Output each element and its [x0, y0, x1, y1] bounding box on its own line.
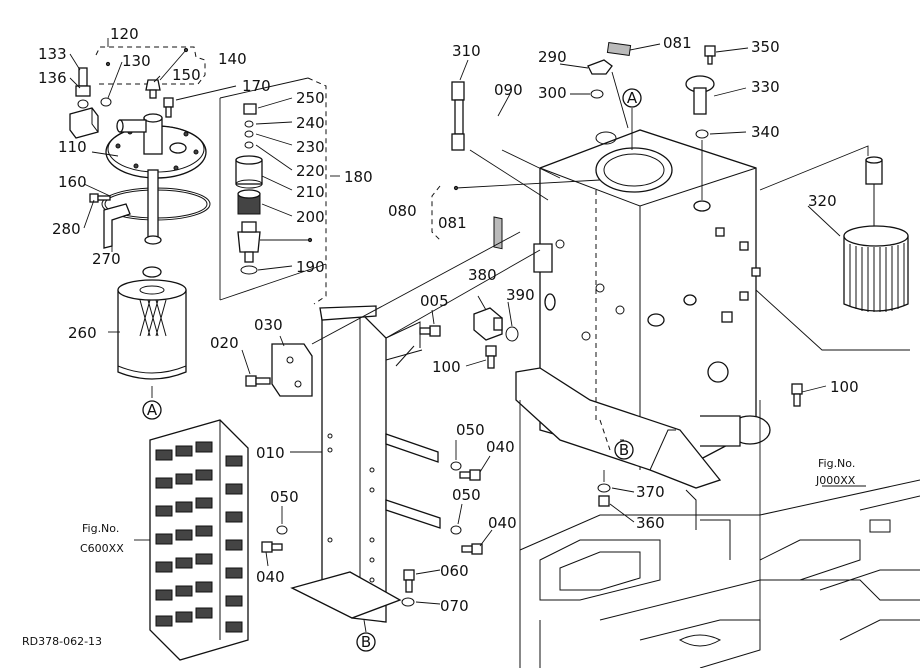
callout-220: 220 [296, 162, 325, 180]
callout-060: 060 [440, 562, 469, 580]
callout-050-lower: 050 [452, 486, 481, 504]
callout-136: 136 [38, 69, 67, 87]
callout-040-upper: 040 [486, 438, 515, 456]
strainer-pleats [849, 243, 905, 312]
air-breather [685, 45, 716, 212]
callout-370: 370 [636, 483, 665, 501]
frame-fasteners [261, 461, 483, 607]
callout-090: 090 [494, 81, 523, 99]
callout-010: 010 [256, 444, 285, 462]
callout-340: 340 [751, 123, 780, 141]
reference-markers: A A B B [142, 88, 642, 652]
fig-ref-right-label: Fig.No. [818, 457, 855, 470]
callout-labels: 120 133 130 140 136 150 170 110 160 280 … [38, 25, 859, 615]
drawing-code: RD378-062-13 [22, 635, 102, 648]
fig-ref-right-number: J000XX [815, 474, 856, 487]
callout-280: 280 [52, 220, 81, 238]
callout-160: 160 [58, 173, 87, 191]
callout-330: 330 [751, 78, 780, 96]
support-frame [245, 231, 541, 623]
control-valve-bank [149, 419, 249, 661]
callout-200: 200 [296, 208, 325, 226]
callout-170: 170 [242, 77, 271, 95]
callout-180: 180 [344, 168, 373, 186]
filter-head-assembly [69, 46, 211, 278]
marker-b-frame: B [356, 632, 376, 652]
callout-260: 260 [68, 324, 97, 342]
drain-plug [597, 470, 611, 507]
hydraulic-tank [515, 129, 771, 489]
fig-ref-left-label: Fig.No. [82, 522, 119, 535]
callout-390: 390 [506, 286, 535, 304]
callout-020: 020 [210, 334, 239, 352]
callout-250: 250 [296, 89, 325, 107]
callout-080: 080 [388, 202, 417, 220]
callout-320: 320 [808, 192, 837, 210]
callout-081-side: 081 [438, 214, 467, 232]
tank-bolt [485, 345, 803, 407]
callout-120: 120 [110, 25, 139, 43]
callout-270: 270 [92, 250, 121, 268]
callout-140: 140 [218, 50, 247, 68]
suction-strainer [755, 145, 910, 351]
callout-290: 290 [538, 48, 567, 66]
callout-030: 030 [254, 316, 283, 334]
callout-360: 360 [636, 514, 665, 532]
callout-210: 210 [296, 183, 325, 201]
svg-text:A: A [147, 401, 158, 419]
leader-lines [69, 38, 866, 633]
svg-text:B: B [361, 633, 371, 651]
callout-100-right: 100 [830, 378, 859, 396]
marker-a-left: A [142, 400, 162, 420]
callout-100-left: 100 [432, 358, 461, 376]
filter-mesh [139, 299, 167, 337]
marker-b-tank: B [614, 440, 634, 460]
callout-040-left: 040 [256, 568, 285, 586]
level-gauge [451, 81, 561, 250]
callout-350: 350 [751, 38, 780, 56]
callout-230: 230 [296, 138, 325, 156]
callout-130: 130 [122, 52, 151, 70]
tank-fitting [473, 307, 519, 342]
callout-005: 005 [420, 292, 449, 310]
callout-040-lower: 040 [488, 514, 517, 532]
callout-190: 190 [296, 258, 325, 276]
main-frame [519, 400, 920, 668]
marker-a-top: A [622, 88, 642, 108]
callout-050-left: 050 [270, 488, 299, 506]
callout-050-upper: 050 [456, 421, 485, 439]
svg-text:A: A [627, 89, 638, 107]
callout-133: 133 [38, 45, 67, 63]
svg-text:B: B [619, 441, 629, 459]
figure-references: Fig.No. C600XX Fig.No. J000XX [80, 457, 856, 555]
filter-element [117, 279, 187, 398]
callout-310: 310 [452, 42, 481, 60]
valve-spools [155, 441, 243, 633]
callout-380: 380 [468, 266, 497, 284]
frame-holes [327, 433, 375, 583]
callout-110: 110 [58, 138, 87, 156]
fig-ref-left-number: C600XX [80, 542, 124, 555]
callout-070: 070 [440, 597, 469, 615]
callout-240: 240 [296, 114, 325, 132]
callout-081-top: 081 [663, 34, 692, 52]
valve-stack [219, 77, 327, 305]
filler-cap [587, 41, 632, 129]
callout-150: 150 [172, 66, 201, 84]
callout-300: 300 [538, 84, 567, 102]
